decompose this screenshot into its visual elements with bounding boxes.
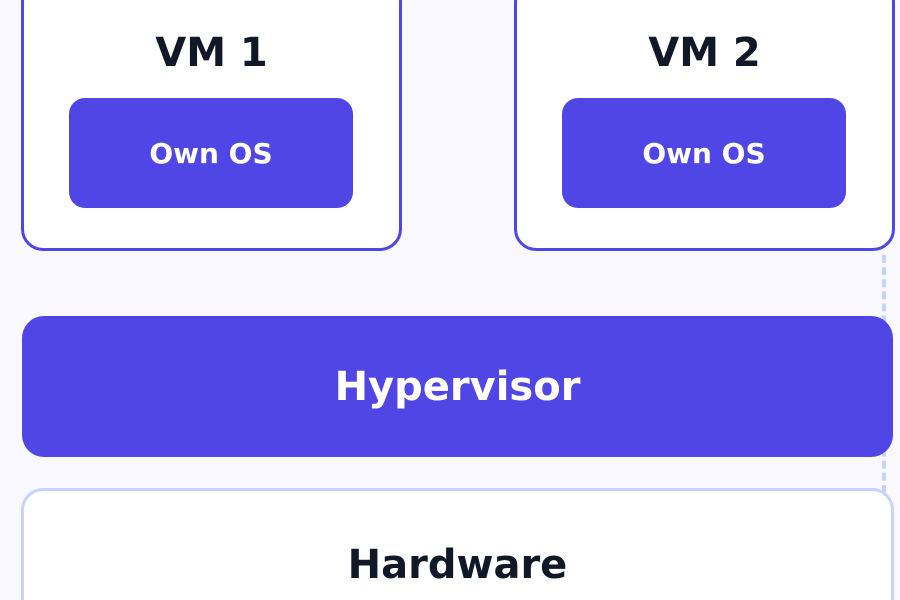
vm-1-os-label: Own OS (149, 136, 273, 170)
vm-2-os-box: Own OS (562, 98, 846, 208)
vm-1-box: VM 1 Own OS (21, 0, 402, 251)
vm-2-box: VM 2 Own OS (514, 0, 895, 251)
vm-1-title: VM 1 (155, 30, 268, 76)
hypervisor-label: Hypervisor (334, 363, 581, 410)
vm-2-title: VM 2 (648, 30, 761, 76)
vm-2-os-label: Own OS (642, 136, 766, 170)
hardware-label: Hardware (347, 542, 568, 588)
vm-1-os-box: Own OS (69, 98, 353, 208)
hypervisor-layer: Hypervisor (22, 316, 893, 457)
hardware-layer: Hardware (21, 488, 894, 600)
